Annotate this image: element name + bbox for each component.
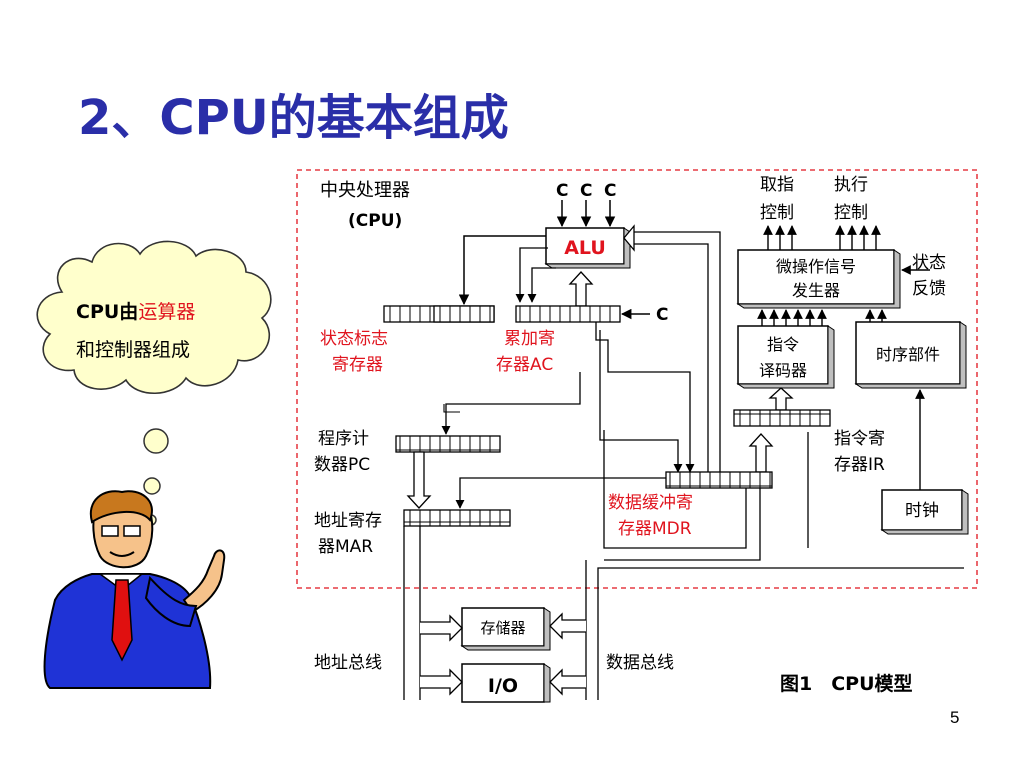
pc-cells: [395, 435, 501, 453]
mar-label-2: 器MAR: [318, 537, 373, 557]
cpu-label-en: (CPU): [348, 211, 402, 231]
status-feedback-1: 状态: [912, 253, 946, 273]
address-bus-label: 地址总线: [314, 653, 382, 673]
fetch-control-1: 取指: [760, 175, 794, 195]
memory-label: 存储器: [480, 619, 525, 637]
pc-label-1: 程序计: [318, 429, 369, 449]
io-box: [461, 663, 545, 703]
page-number: 5: [950, 708, 960, 727]
callout-highlight: 运算器: [138, 301, 195, 323]
c-input-1: C: [556, 181, 568, 201]
micro-op-label-2: 发生器: [792, 281, 840, 300]
exec-control-1: 执行: [834, 175, 868, 195]
io-label: I/O: [488, 675, 518, 697]
decoder-label-1: 指令: [767, 335, 799, 354]
mdr-label-2: 存器MDR: [618, 519, 692, 539]
ir-cells: [733, 409, 831, 427]
mdr-cells: [665, 471, 773, 489]
accumulator-cells: [515, 305, 621, 323]
timing-unit-box: [855, 321, 961, 385]
data-bus-label: 数据总线: [606, 653, 674, 673]
exec-control-2: 控制: [834, 203, 868, 223]
callout-prefix: CPU由: [76, 300, 138, 323]
fetch-control-2: 控制: [760, 203, 794, 223]
accumulator-label-1: 累加寄: [504, 329, 555, 349]
slide-title: 2、CPU的基本组成: [78, 90, 509, 146]
callout-line-1: CPU由运算器: [76, 300, 195, 323]
timing-unit-label: 时序部件: [876, 345, 940, 364]
decoder-box: [737, 325, 829, 385]
status-register-label-2: 寄存器: [332, 355, 383, 375]
thought-cloud: [36, 240, 272, 526]
callout-line-2: 和控制器组成: [76, 339, 190, 361]
pc-label-2: 数器PC: [314, 455, 370, 475]
decoder-label-2: 译码器: [759, 361, 807, 380]
c-input-3: C: [604, 181, 616, 201]
cpu-label: 中央处理器: [320, 180, 410, 201]
c-ac-input: C: [656, 305, 668, 325]
alu-label: ALU: [564, 237, 606, 259]
micro-op-label-1: 微操作信号: [776, 257, 856, 276]
accumulator-label-2: 存器AC: [496, 355, 553, 375]
figure-caption: 图1 CPU模型: [780, 672, 913, 695]
clock-label: 时钟: [905, 501, 939, 521]
mar-cells: [403, 509, 511, 527]
memory-box: [461, 607, 545, 647]
c-input-2: C: [580, 181, 592, 201]
status-register-label-1: 状态标志: [320, 329, 388, 349]
mar-label-1: 地址寄存: [314, 511, 382, 531]
mdr-label-1: 数据缓冲寄: [608, 493, 693, 513]
status-feedback-2: 反馈: [912, 279, 946, 299]
micro-op-generator-box: [737, 249, 895, 305]
presenter-cartoon: [43, 490, 226, 689]
ir-label-2: 存器IR: [834, 455, 885, 475]
ir-label-1: 指令寄: [834, 429, 885, 449]
